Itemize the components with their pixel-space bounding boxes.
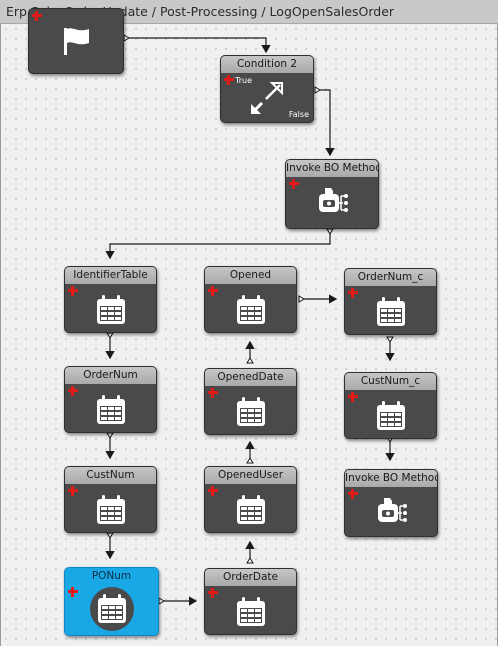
method-call-icon [374, 494, 408, 532]
set-field-node-opened[interactable]: Opened [204, 266, 297, 333]
false-branch-label: False [288, 110, 309, 119]
calendar-icon [235, 397, 267, 431]
add-icon[interactable] [68, 486, 78, 496]
set-field-node-custnum[interactable]: CustNum [64, 466, 157, 533]
node-title: OrderNum_c [345, 269, 436, 286]
node-title: CustNum [65, 467, 156, 484]
set-field-node-ordernum[interactable]: OrderNum [64, 366, 157, 433]
link-invoke-identifier [105, 232, 331, 260]
add-icon[interactable] [208, 286, 218, 296]
node-title: Invoke BO Method [345, 470, 437, 487]
node-title: OrderDate [205, 569, 296, 586]
node-title: OpenedUser [205, 467, 296, 484]
calendar-icon [95, 395, 127, 429]
add-icon[interactable] [208, 388, 218, 398]
add-icon[interactable] [348, 288, 358, 298]
add-icon[interactable] [208, 486, 218, 496]
invoke-bo-method-node-2[interactable]: Invoke BO Method [344, 469, 438, 537]
node-title: OrderNum [65, 367, 156, 384]
link-condition-invoke [318, 89, 335, 157]
add-icon[interactable] [289, 179, 299, 189]
condition-node[interactable]: Condition 2 True False [220, 55, 314, 123]
node-title: IdentifierTable [65, 267, 156, 284]
add-icon[interactable] [68, 286, 78, 296]
calendar-icon [235, 295, 267, 329]
condition-split-icon [249, 82, 285, 120]
set-field-node-openeduser[interactable]: OpenedUser [204, 466, 297, 533]
add-icon[interactable] [348, 392, 358, 402]
set-field-node-orderdate[interactable]: OrderDate [204, 568, 297, 635]
calendar-icon [375, 297, 407, 331]
true-branch-label: True [235, 76, 252, 85]
node-title: Condition 2 [221, 56, 313, 73]
start-node[interactable] [28, 8, 124, 74]
add-icon[interactable] [68, 386, 78, 396]
add-icon[interactable] [208, 588, 218, 598]
add-icon[interactable] [32, 11, 42, 21]
calendar-icon [95, 495, 127, 529]
calendar-icon [375, 401, 407, 435]
set-field-node-ponum-selected[interactable]: PONum [64, 567, 159, 636]
node-title: Opened [205, 267, 296, 284]
link-start-condition [125, 37, 271, 54]
node-title: Invoke BO Method [286, 160, 378, 177]
add-icon[interactable] [68, 587, 78, 597]
add-icon[interactable] [348, 489, 358, 499]
node-title: CustNum_c [345, 373, 436, 390]
method-call-icon [315, 184, 349, 222]
flag-icon [59, 24, 93, 62]
calendar-icon [89, 586, 135, 636]
calendar-icon [235, 495, 267, 529]
invoke-bo-method-node[interactable]: Invoke BO Method [285, 159, 379, 229]
calendar-icon [95, 295, 127, 329]
add-icon[interactable] [224, 75, 234, 85]
node-title: PONum [65, 568, 158, 585]
set-field-node-custnum-c[interactable]: CustNum_c [344, 372, 437, 439]
calendar-icon [235, 597, 267, 631]
set-field-node-identifiertable[interactable]: IdentifierTable [64, 266, 157, 333]
set-field-node-ordernum-c[interactable]: OrderNum_c [344, 268, 437, 335]
set-field-node-openeddate[interactable]: OpenedDate [204, 368, 297, 435]
node-title: OpenedDate [205, 369, 296, 386]
